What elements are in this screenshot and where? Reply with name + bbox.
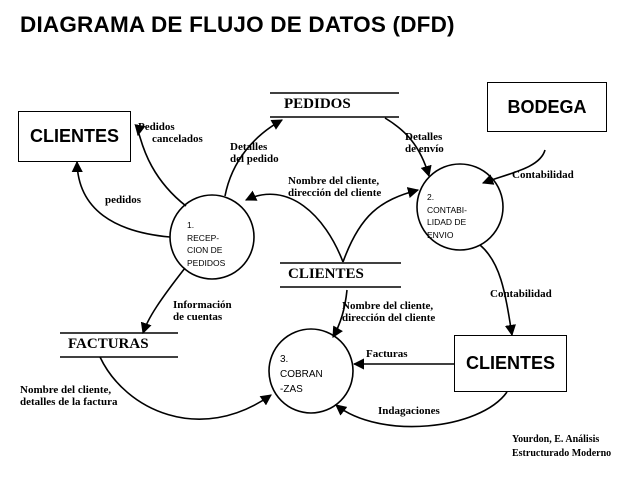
flow-contabilidad-1-arrow xyxy=(481,149,546,185)
flow-pedidos-arrow xyxy=(71,160,171,238)
bodega-entity: BODEGA xyxy=(487,82,607,132)
flow-clientes-to-p2-arrow xyxy=(342,187,420,263)
flow-label-nombre-detalles-factura: Nombre del cliente,detalles de la factur… xyxy=(20,384,118,408)
page-title: DIAGRAMA DE FLUJO DE DATOS (DFD) xyxy=(20,12,455,37)
flow-label-contabilidad-2: Contabilidad xyxy=(490,288,552,300)
clientes-store-label: CLIENTES xyxy=(288,266,364,282)
process-3-label: 3.COBRAN-ZAS xyxy=(280,354,323,395)
flow-label-facturas: Facturas xyxy=(366,348,408,360)
flow-informacion-cuentas-arrow xyxy=(140,267,186,335)
flow-detalles-envio-arrow xyxy=(384,117,432,178)
process-2-circle xyxy=(416,163,504,251)
flow-label-nombre-direccion-1: Nombre del cliente,dirección del cliente xyxy=(288,175,382,199)
flow-label-nombre-direccion-2: Nombre del cliente,dirección del cliente xyxy=(342,300,436,324)
process-3-circle xyxy=(268,328,354,414)
facturas-store-label: FACTURAS xyxy=(68,336,149,352)
flow-label-contabilidad-1: Contabilidad xyxy=(512,169,574,181)
clientes-right-entity: CLIENTES xyxy=(454,335,567,392)
flow-nombre-direccion-1-arrow xyxy=(244,190,344,263)
flow-nombre-detalles-factura-arrow xyxy=(99,356,272,420)
clientes-top-entity: CLIENTES xyxy=(18,111,131,162)
flow-label-pedidos: pedidos xyxy=(105,194,142,206)
flow-pedidos-cancelados-arrow xyxy=(134,124,187,207)
flow-label-indagaciones: Indagaciones xyxy=(378,405,440,417)
flow-contabilidad-2-arrow xyxy=(479,244,516,337)
flow-nombre-direccion-2-arrow xyxy=(332,289,348,338)
flow-indagaciones-arrow xyxy=(335,391,508,428)
pedidos-store-label: PEDIDOS xyxy=(284,96,351,112)
flow-detalles-pedido-arrow xyxy=(224,119,283,197)
